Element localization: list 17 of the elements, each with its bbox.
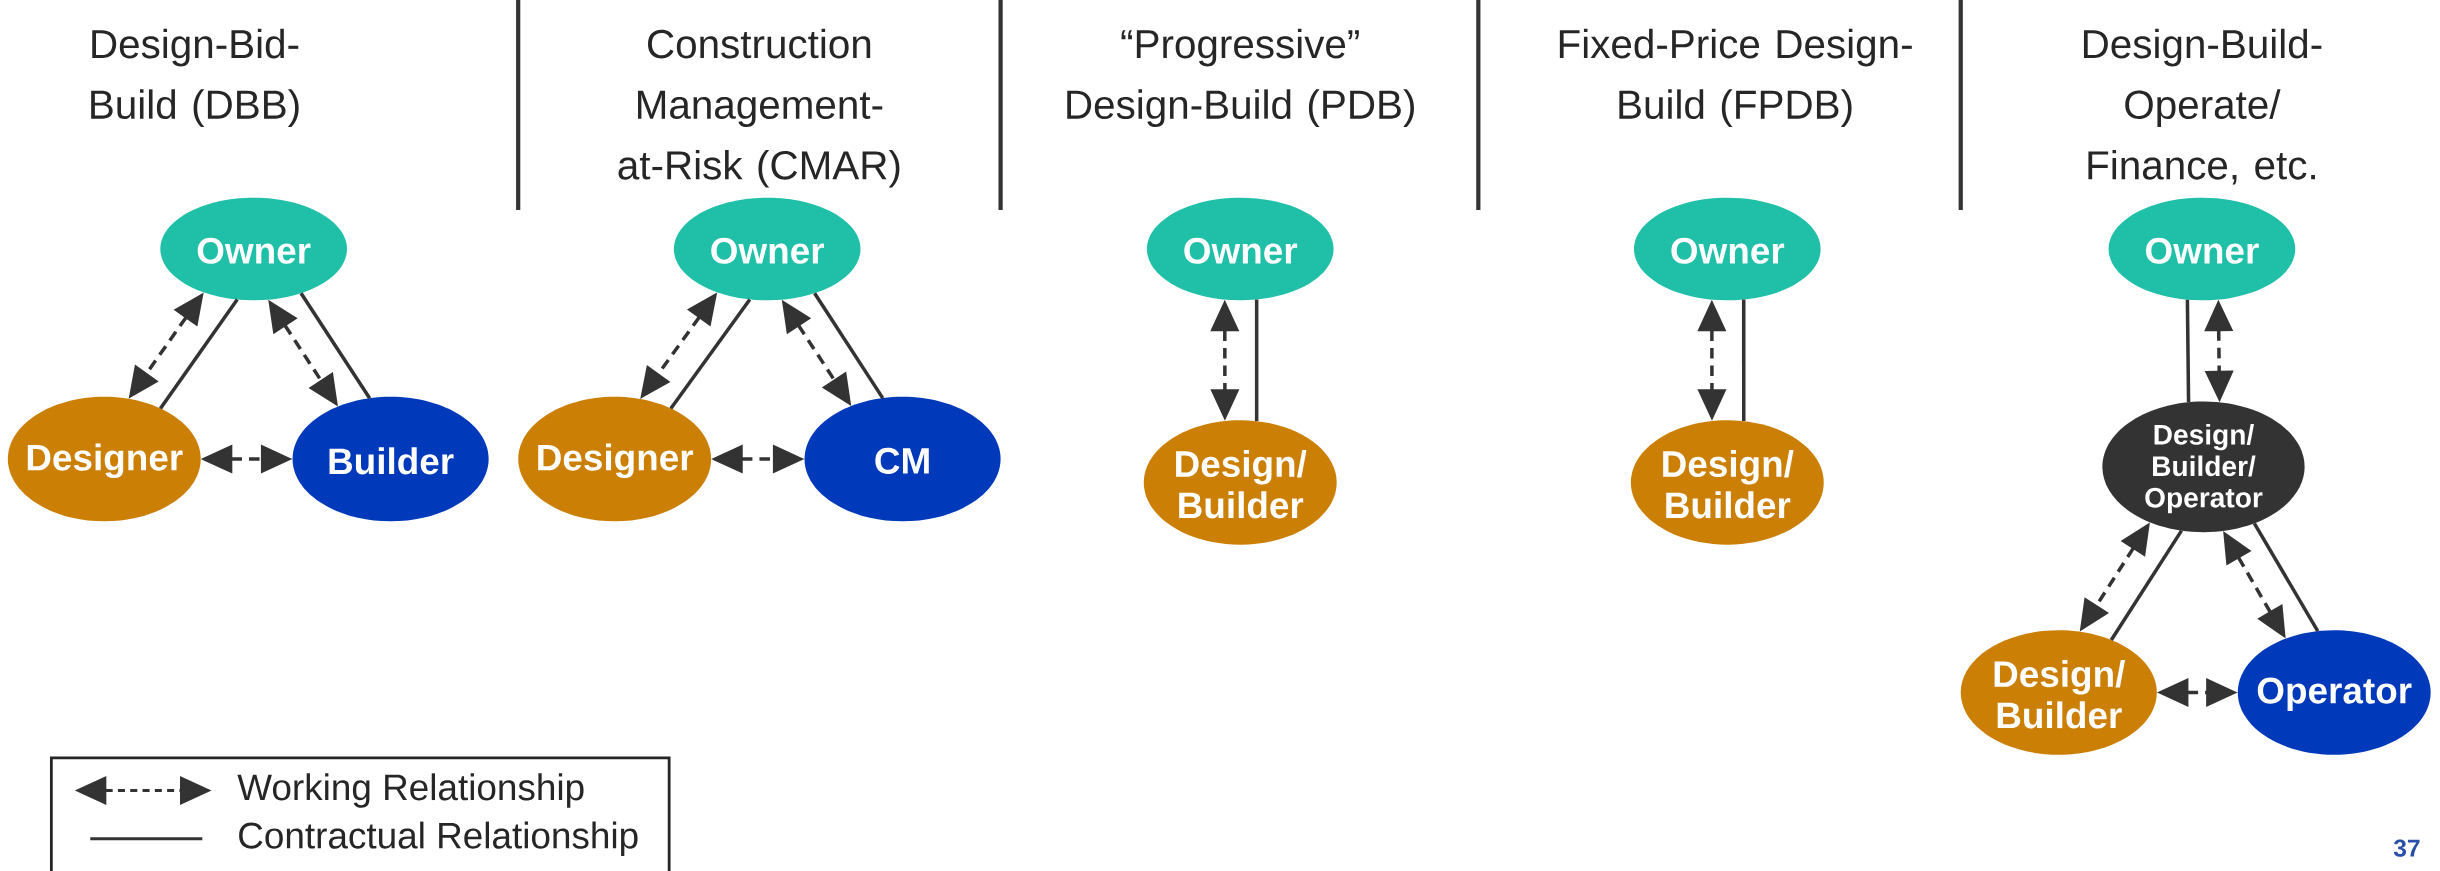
contract-line — [669, 298, 752, 410]
page-number: 37 — [2393, 839, 2420, 857]
contract-line — [813, 292, 885, 399]
legend-text: Working Relationship — [237, 773, 584, 808]
column-heading: “Progressive” Design-Build (PDB) — [1067, 28, 1414, 127]
column-heading: Construction Management-at-Risk (CMAR) — [618, 28, 900, 188]
contract-line — [1741, 299, 1746, 421]
contract-line — [2109, 529, 2183, 641]
legend-text: Contractual Relationship — [239, 821, 638, 856]
contract-line — [2185, 299, 2191, 403]
contract-line — [1254, 299, 1259, 421]
column-heading: Design-Bid-Build (DBB) — [91, 28, 299, 127]
column-heading: Design-Build-Operate/ Finance, etc. — [2083, 28, 2322, 185]
column-heading: Fixed-Price Design-Build (FPDB) — [1559, 28, 1912, 127]
contract-line — [299, 292, 372, 399]
contract-line — [2252, 522, 2320, 632]
contract-line — [159, 298, 239, 410]
